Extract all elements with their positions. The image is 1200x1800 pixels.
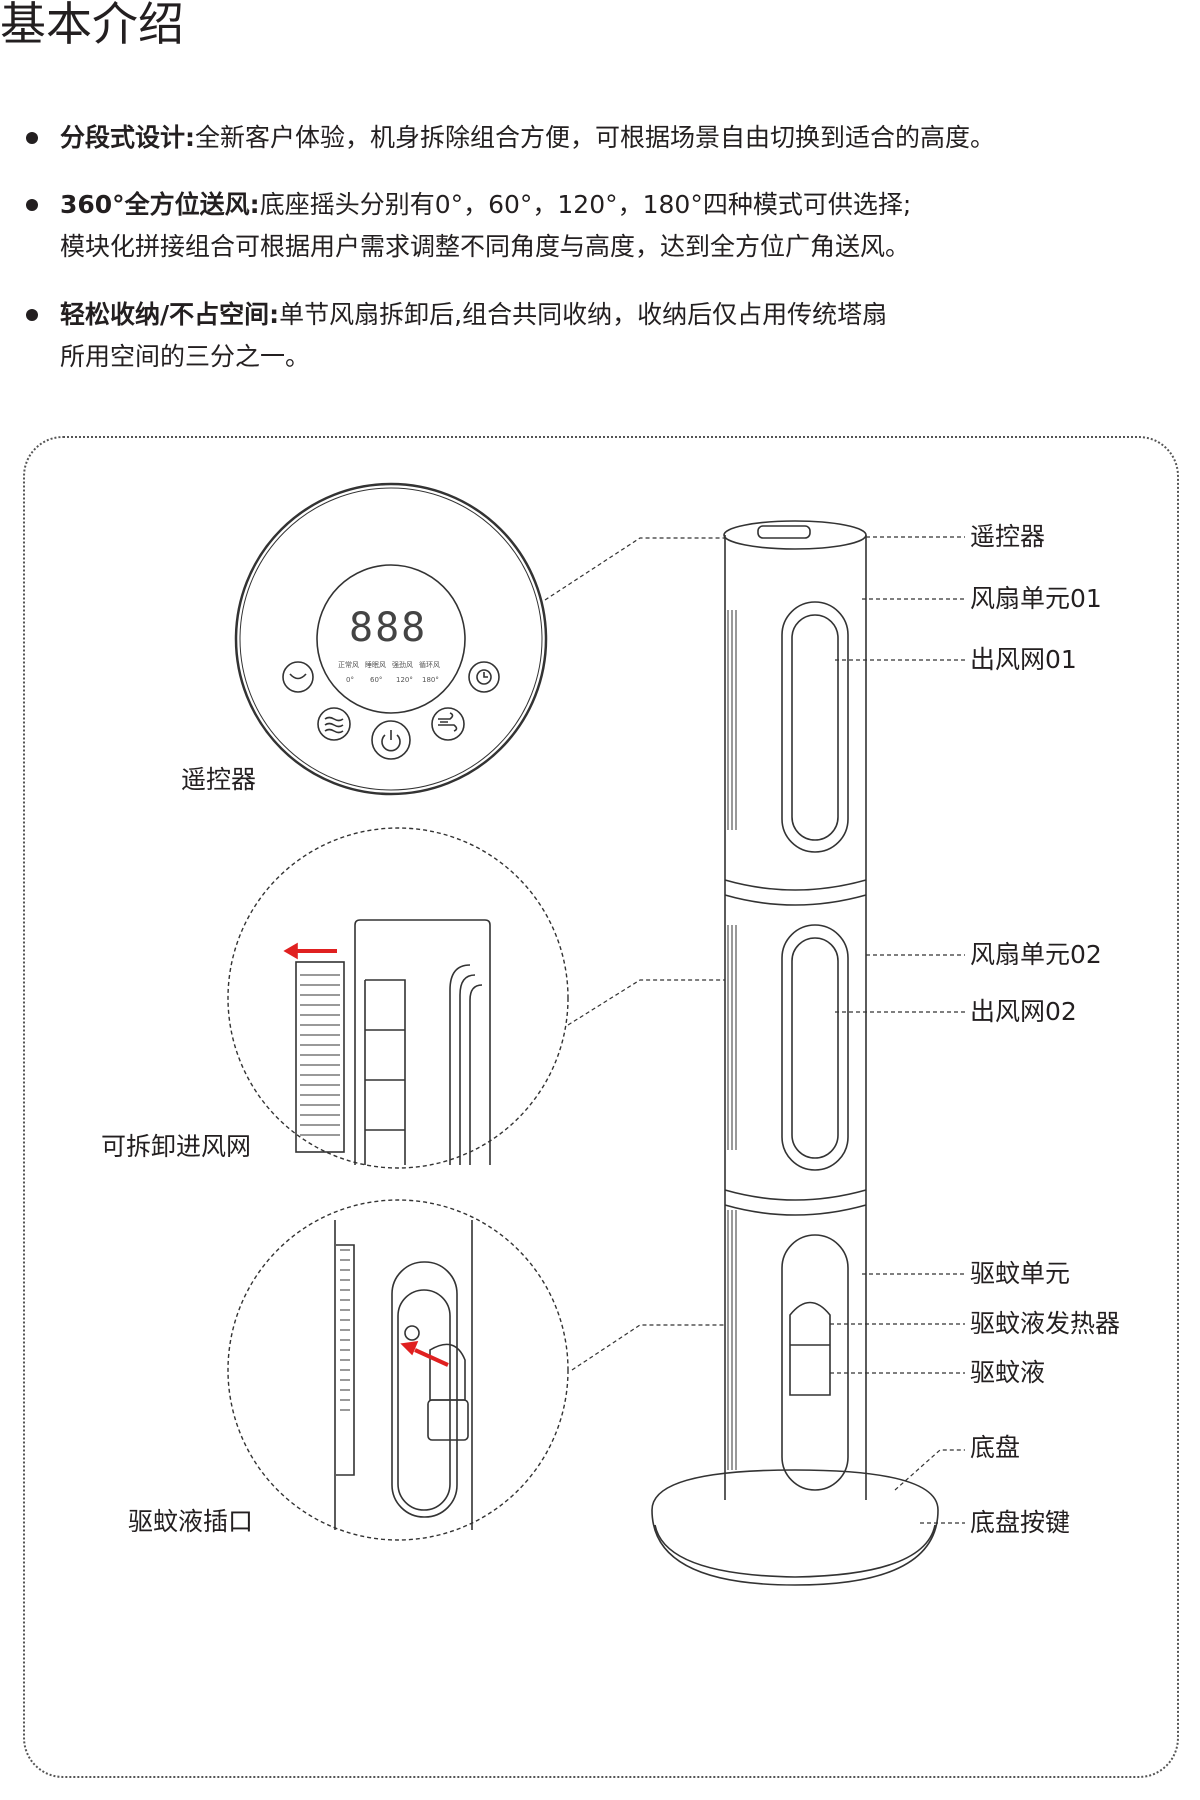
label-fan-unit-01: 风扇单元01 xyxy=(970,584,1102,613)
timer-icon xyxy=(468,661,500,693)
bullet-text: 所用空间的三分之一。 xyxy=(60,342,311,371)
bullet-heading: 轻松收纳/不占空间: xyxy=(60,300,280,329)
label-intake-grille: 可拆卸进风网 xyxy=(101,1132,252,1161)
mode-label: 睡眠风 xyxy=(365,661,386,669)
page-title: 基本介绍 xyxy=(0,0,184,51)
wind-icon xyxy=(431,707,465,741)
mode-label: 循环风 xyxy=(419,661,440,669)
label-repellent-port: 驱蚊液插口 xyxy=(128,1507,254,1536)
mosquito-port-detail xyxy=(227,1199,725,1541)
power-icon xyxy=(371,720,411,760)
bullet-dot xyxy=(26,132,38,144)
label-repellent-liquid: 驱蚊液 xyxy=(970,1358,1046,1387)
label-base-buttons: 底盘按键 xyxy=(970,1508,1071,1537)
bullet-text: 底座摇头分别有0°，60°，120°，180°四种模式可供选择; xyxy=(259,190,912,219)
tower-fan-illustration xyxy=(651,520,939,1586)
bullet-text: 全新客户体验，机身拆除组合方便，可根据场景自由切换到适合的高度。 xyxy=(195,123,996,152)
label-remote: 遥控器 xyxy=(181,765,257,794)
label-repellent-heater: 驱蚊液发热器 xyxy=(970,1309,1121,1338)
mode-label: 强劲风 xyxy=(392,661,413,669)
angle-label: 0° xyxy=(346,676,354,684)
arrow-insert-icon xyxy=(400,1341,419,1356)
arrow-left-icon xyxy=(283,942,298,960)
bullet-dot xyxy=(26,199,38,211)
remote-display: 888 xyxy=(349,605,428,651)
diagram-frame xyxy=(23,436,1179,1778)
angle-label: 120° xyxy=(396,676,413,684)
bullet-storage: 轻松收纳/不占空间:单节风扇拆卸后,组合共同收纳，收纳后仅占用传统塔扇 所用空间… xyxy=(26,294,887,378)
intake-grille-detail xyxy=(227,827,725,1169)
mode-label: 正常风 xyxy=(338,661,359,669)
leader-lines xyxy=(830,536,965,1524)
bullet-text: 模块化拼接组合可根据用户需求调整不同角度与高度，达到全方位广角送风。 xyxy=(60,232,911,261)
bullet-text: 单节风扇拆卸后,组合共同收纳，收纳后仅占用传统塔扇 xyxy=(279,300,888,329)
wave-icon xyxy=(317,707,351,741)
label-repellent-unit: 驱蚊单元 xyxy=(970,1259,1071,1288)
label-remote-right: 遥控器 xyxy=(970,522,1046,551)
label-base: 底盘 xyxy=(970,1433,1021,1462)
label-outlet-grille-01: 出风网01 xyxy=(970,645,1077,674)
angle-label: 180° xyxy=(422,676,439,684)
bullet-dot xyxy=(26,309,38,321)
label-fan-unit-02: 风扇单元02 xyxy=(970,940,1102,969)
bullet-heading: 分段式设计: xyxy=(60,123,195,152)
label-outlet-grille-02: 出风网02 xyxy=(970,997,1077,1026)
angle-label: 60° xyxy=(370,676,383,684)
bullet-segmented-design: 分段式设计:全新客户体验，机身拆除组合方便，可根据场景自由切换到适合的高度。 xyxy=(26,117,995,159)
remote-control-illustration xyxy=(234,482,725,796)
bullet-360-airflow: 360°全方位送风:底座摇头分别有0°，60°，120°，180°四种模式可供选… xyxy=(26,184,911,268)
mode-button-icon xyxy=(282,661,314,693)
bullet-heading: 360°全方位送风: xyxy=(60,190,260,219)
